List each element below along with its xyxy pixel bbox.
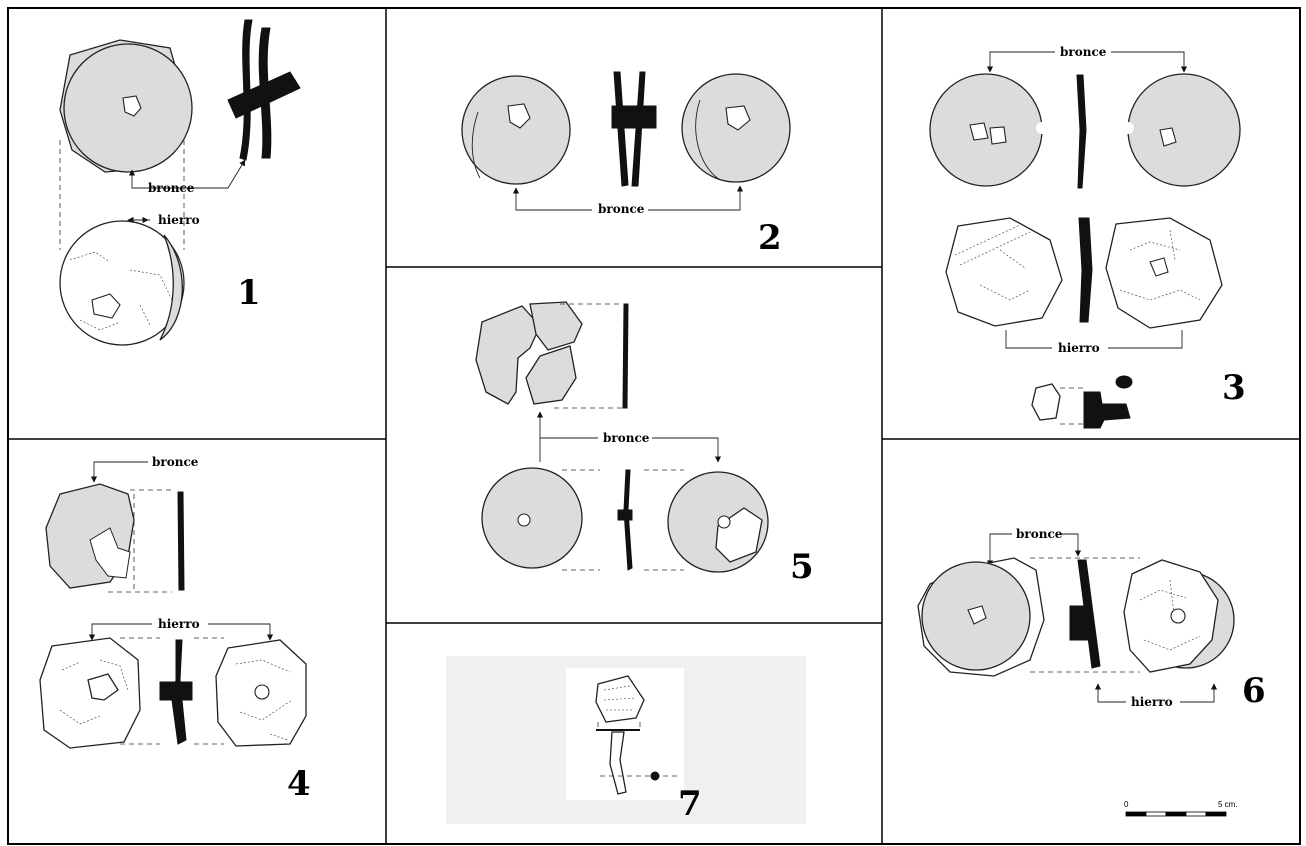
disc-4-bronze-gap (89, 527, 131, 579)
disc-3-right-notch (1122, 122, 1134, 134)
disc-4-right-hole (254, 684, 270, 700)
rivet-4-profile-top (177, 491, 185, 591)
rivet-4-iron-head (159, 681, 193, 701)
rivet-2-profile-b (631, 71, 646, 187)
label-5-bg (598, 430, 652, 446)
rivet-2-block (611, 105, 657, 129)
disc-3-left-holes (969, 122, 1007, 145)
panel-6: bronce hierro 6 (917, 527, 1266, 711)
disc-2-right-hole (725, 105, 751, 131)
outer-frame (7, 7, 1301, 845)
rivet-6-head (1069, 605, 1093, 641)
scale-seg-1 (1125, 811, 1147, 817)
scale-start-label: 0 (1124, 800, 1129, 809)
label-4-hierro-bg (152, 616, 208, 632)
label-2-bronce: bronce (598, 202, 645, 216)
panel-number-7: 7 (678, 784, 702, 824)
disc-1-iron-back (59, 220, 185, 346)
leader-1-bronce (128, 159, 246, 189)
disc-2-left-hole (507, 103, 531, 129)
disc-1-back-hole (91, 293, 121, 319)
disc-4-right-cracks (235, 659, 293, 741)
disc-3-left-iron (945, 217, 1063, 327)
label-5-bronce: bronce (603, 431, 650, 445)
scale-bar: 0 5 cm. (1124, 800, 1238, 817)
disc-1-bronze-edge (159, 234, 183, 341)
scale-end-label: 5 cm. (1218, 800, 1238, 809)
label-4-bronce: bronce (152, 455, 199, 469)
scale-seg-4 (1185, 811, 1207, 817)
panel-1: bronce hierro 1 (59, 19, 301, 346)
disc-6-left-hole (967, 605, 987, 625)
rivet-7-section-dot (650, 771, 660, 781)
rivet-3-small-profile (1083, 391, 1131, 429)
label-2-bg (592, 199, 648, 217)
disc-3-left-notch (1036, 122, 1048, 134)
rivet-3-bottom-profile (1078, 217, 1093, 323)
rivet-5-top-profile (622, 303, 629, 409)
disc-4-left-cracks (59, 659, 129, 725)
disc-4-left-iron (39, 637, 141, 749)
panel-number-4: 4 (287, 764, 311, 804)
disc-4-left-rivet (87, 673, 119, 701)
panel-7: 7 (446, 656, 806, 824)
disc-5-bottom-left-hole (517, 513, 531, 527)
rivet-3-small-front (1031, 383, 1061, 421)
disc-5-top-frag-a (475, 305, 541, 405)
disc-5-top-frag-b (529, 301, 583, 351)
scale-seg-5 (1205, 811, 1227, 817)
rivet-7-shaft (609, 731, 627, 795)
label-6-bronce: bronce (1016, 527, 1063, 541)
panel-number-2: 2 (758, 218, 782, 258)
rivet-2-profile-a (613, 71, 629, 187)
panel-4: bronce hierro 4 (39, 455, 311, 804)
panel-number-1: 1 (237, 273, 261, 313)
panel-2: bronce 2 (461, 71, 791, 258)
panel-number-3: 3 (1222, 368, 1246, 408)
rivet-1-head (227, 71, 301, 119)
label-6-hierro: hierro (1131, 695, 1173, 709)
disc-1-center-hole (122, 95, 142, 117)
label-3-bronce: bronce (1060, 45, 1107, 59)
rivet-7-head-texture (603, 685, 637, 711)
label-3-bronce-bg (1055, 44, 1111, 60)
scale-seg-3 (1165, 811, 1187, 817)
label-6-hierro-bg (1126, 694, 1180, 710)
disc-3-right-hole-iron (1149, 257, 1169, 277)
disc-2-left-crack (471, 111, 481, 179)
disc-5-bottom-right-rivet (717, 515, 731, 529)
panel-grid (7, 7, 1301, 845)
disc-6-right-cracks (1139, 579, 1201, 651)
panel-5: bronce 5 (475, 301, 814, 587)
rivet-3-small-section (1115, 375, 1133, 389)
scale-seg-2 (1145, 811, 1167, 817)
disc-6-right-hole (1170, 608, 1186, 624)
label-3-hierro-bg (1052, 340, 1108, 356)
disc-2-right-edge (695, 99, 721, 181)
panel-number-6: 6 (1242, 671, 1266, 711)
rivet-1-side-profile (239, 19, 253, 161)
rivet-5-bottom-head (617, 509, 633, 521)
rivet-3-top-profile (1076, 74, 1087, 189)
label-4-hierro: hierro (158, 617, 200, 631)
disc-5-bottom-left (481, 467, 583, 569)
label-3-hierro: hierro (1058, 341, 1100, 355)
disc-3-right-iron-cracks (1119, 229, 1201, 301)
leader-6-bronce-right (1060, 533, 1082, 557)
panel-number-5: 5 (790, 547, 814, 587)
leader-6-bronce (986, 533, 1012, 567)
leader-4-bronce (90, 461, 148, 483)
label-1-hierro: hierro (158, 213, 200, 227)
disc-2-left (461, 75, 571, 185)
disc-5-top-frag-c (525, 345, 577, 405)
label-1-bronce: bronce (148, 181, 195, 195)
panel-3: bronce hierro 3 (929, 44, 1246, 429)
disc-3-right (1127, 73, 1241, 187)
disc-3-right-hole (1159, 127, 1177, 147)
